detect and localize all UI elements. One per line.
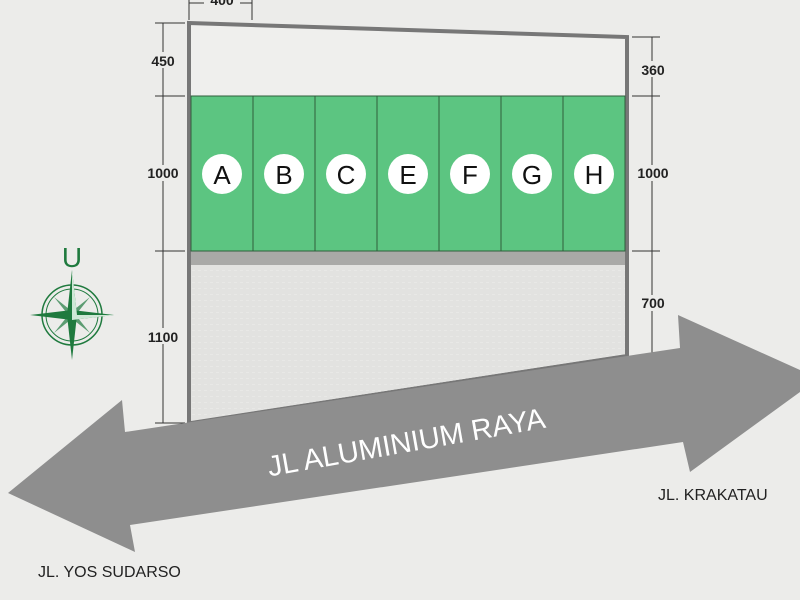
lot-h[interactable]: H: [562, 95, 626, 252]
road-left-label: JL. YOS SUDARSO: [38, 564, 181, 581]
lot-badge: [264, 154, 304, 194]
lot-badge: [202, 154, 242, 194]
road-right-label: JL. KRAKATAU: [658, 487, 768, 504]
lot-label: G: [522, 160, 542, 190]
lot-e[interactable]: E: [376, 95, 440, 252]
lot-badge: [574, 154, 614, 194]
lot-b[interactable]: B: [252, 95, 316, 252]
dim-left-front: 450: [151, 53, 175, 69]
dim-right-lots: 1000: [637, 165, 668, 181]
road-arrow: [8, 315, 800, 552]
dim-top: 400: [210, 0, 234, 8]
lot-label: H: [585, 160, 604, 190]
north-label: U: [62, 242, 82, 273]
compass-rose-icon: [30, 270, 114, 360]
dim-left-rear: 1100: [148, 329, 179, 345]
lot-c[interactable]: C: [314, 95, 378, 252]
dim-left-lots: 1000: [147, 165, 178, 181]
lot-a[interactable]: A: [190, 95, 254, 252]
lot-badge: [388, 154, 428, 194]
lot-f[interactable]: F: [438, 95, 502, 252]
lot-label: F: [462, 160, 478, 190]
dim-right-rear: 700: [641, 295, 665, 311]
lot-badge: [326, 154, 366, 194]
lot-badge: [450, 154, 490, 194]
lot-label: E: [399, 160, 416, 190]
parking-area: [191, 265, 625, 421]
lot-label: A: [213, 160, 231, 190]
lot-g[interactable]: G: [500, 95, 564, 252]
lot-badge: [512, 154, 552, 194]
access-strip: [191, 251, 625, 265]
lot-label: B: [275, 160, 292, 190]
dim-right-front: 360: [641, 62, 665, 78]
lot-label: C: [337, 160, 356, 190]
